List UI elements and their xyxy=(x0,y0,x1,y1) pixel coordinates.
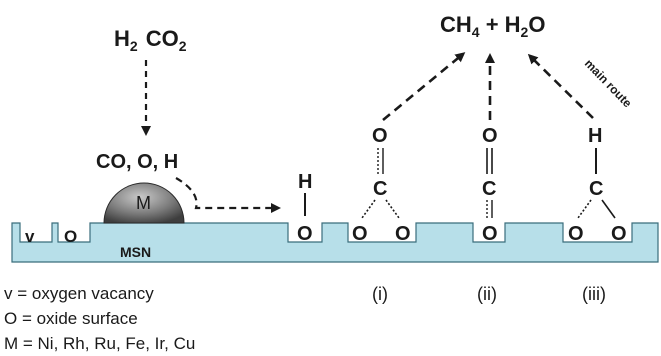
metal-particle xyxy=(103,182,185,224)
species-iii-o-right: O xyxy=(611,223,627,245)
support-label: MSN xyxy=(120,244,151,260)
case-label-iii: (iii) xyxy=(582,284,606,304)
legend-vacancy: v = oxygen vacancy xyxy=(4,284,154,303)
products-label: CH4 + H2O xyxy=(440,12,545,40)
oxide-surface-label: O xyxy=(64,227,77,246)
main-route-label: main route xyxy=(582,56,635,110)
species-i-c: C xyxy=(373,178,387,200)
species-iii-bond-right xyxy=(601,199,616,219)
species-ii-top-o: O xyxy=(482,125,498,147)
species-iii-o-left: O xyxy=(568,223,584,245)
metal-particle-label: M xyxy=(136,193,151,213)
hydroxyl-o: O xyxy=(297,223,313,245)
msn-support xyxy=(11,222,659,263)
route-i-arrow xyxy=(382,52,466,122)
hydroxyl-h: H xyxy=(298,171,312,193)
species-i-o-right: O xyxy=(395,223,411,245)
spillover-arrow xyxy=(175,177,281,213)
case-label-i: (i) xyxy=(372,284,388,304)
case-label-ii: (ii) xyxy=(477,284,497,304)
legend-oxide: O = oxide surface xyxy=(4,309,138,328)
surface-intermediates: CO, O, H xyxy=(96,151,178,173)
species-i-bond-left xyxy=(361,199,376,219)
species-ii-c: C xyxy=(482,178,496,200)
species-iii-h: H xyxy=(588,125,602,147)
species-ii-o-bottom: O xyxy=(482,223,498,245)
species-i-o-left: O xyxy=(352,223,368,245)
species-iii-c: C xyxy=(589,178,603,200)
species-i-top-o: O xyxy=(372,125,388,147)
vacancy-label: v xyxy=(25,227,35,246)
species-i-bond-right xyxy=(385,199,400,219)
species-iii-bond-left xyxy=(577,199,592,219)
legend-metal: M = Ni, Rh, Ru, Fe, Ir, Cu xyxy=(4,334,196,353)
